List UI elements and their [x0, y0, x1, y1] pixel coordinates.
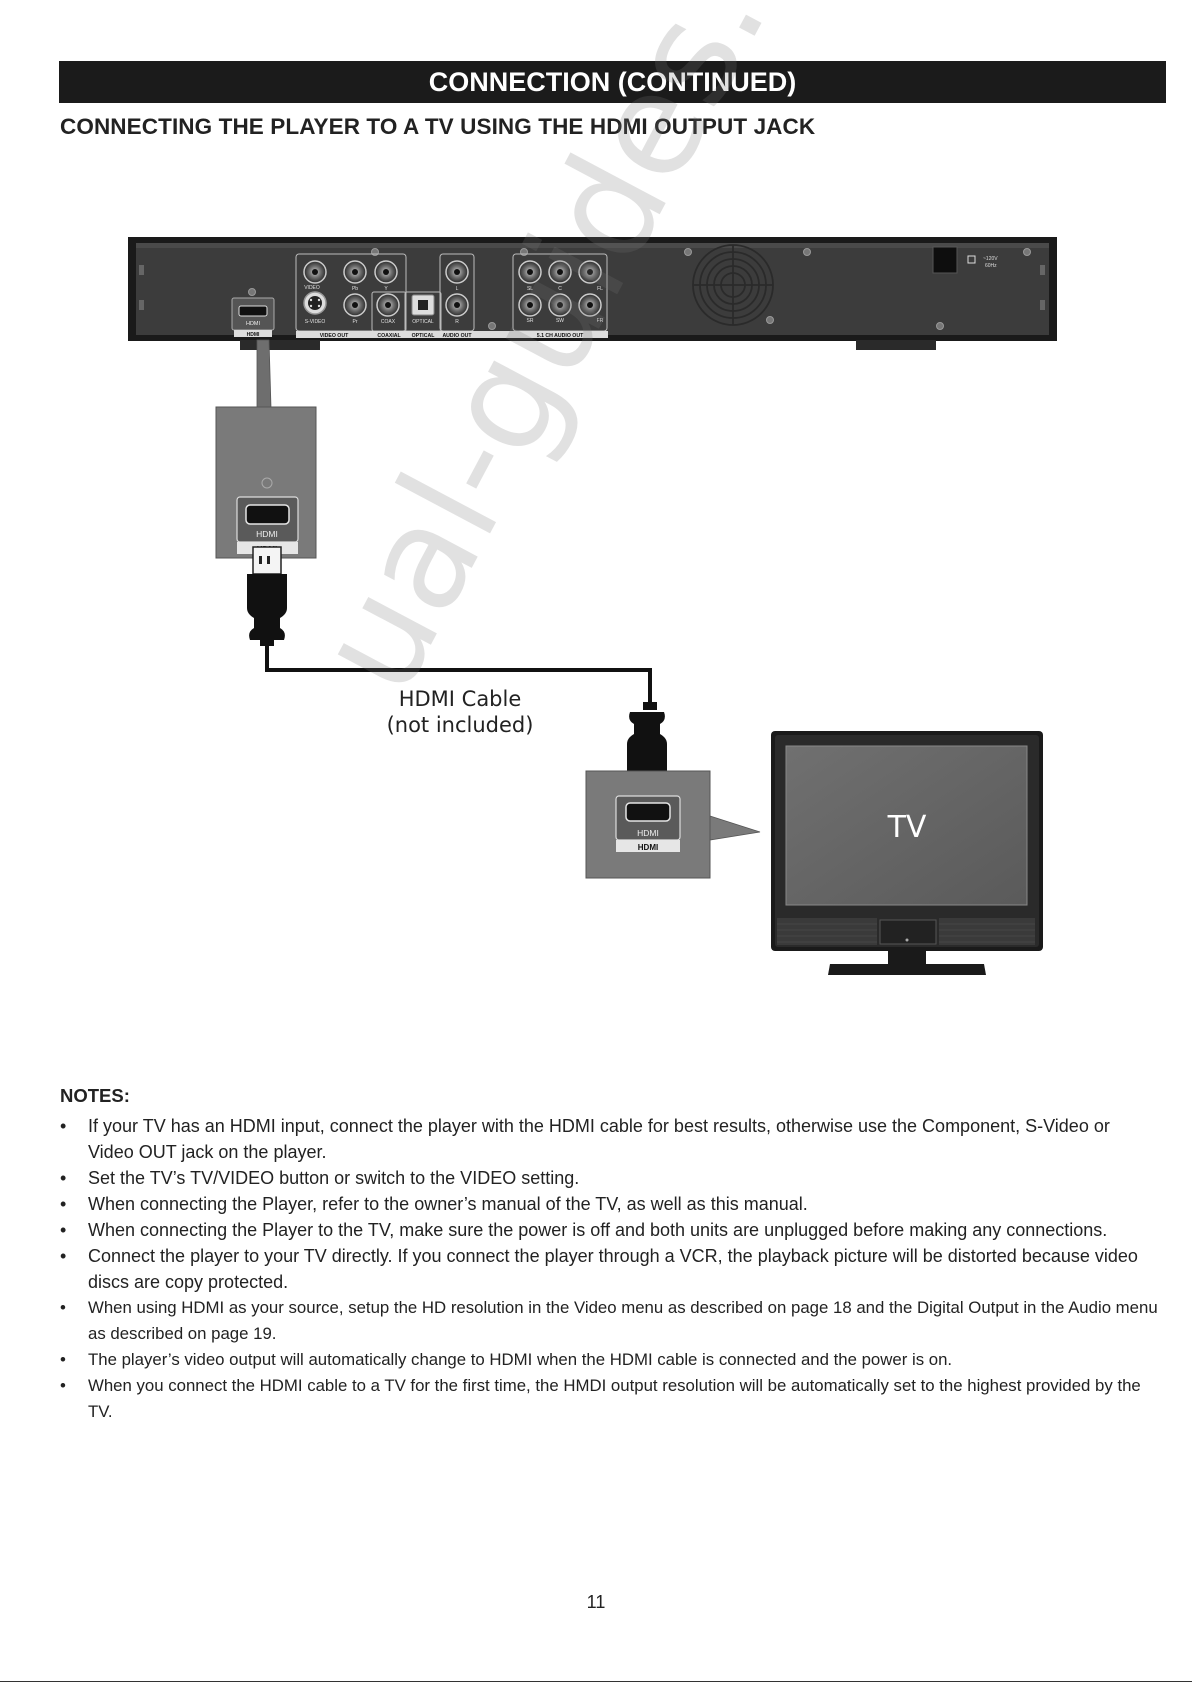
callout-hdmi-label: HDMI [256, 529, 278, 539]
label-coaxial: COAXIAL [377, 333, 401, 339]
cable-label: HDMI Cable [399, 687, 522, 711]
cable-note: (not included) [387, 713, 534, 737]
label-video-out: VIDEO OUT [320, 333, 349, 339]
notes-section: NOTES: If your TV has an HDMI input, con… [60, 1085, 1160, 1425]
list-item: When connecting the Player to the TV, ma… [60, 1217, 1160, 1243]
player-rear-panel: HDMI HDMI [128, 237, 1057, 350]
list-item: When connecting the Player, refer to the… [60, 1191, 1160, 1217]
tv-callout-hdmi-label: HDMI [637, 828, 659, 838]
label-fr: FR [597, 318, 604, 324]
power-inlet [932, 246, 958, 274]
list-item: If your TV has an HDMI input, connect th… [60, 1113, 1160, 1165]
panel-hdmi-label: HDMI [246, 321, 261, 327]
television: TV [771, 731, 1043, 975]
label-s-video: S-VIDEO [305, 319, 326, 325]
list-item: When you connect the HDMI cable to a TV … [60, 1373, 1160, 1425]
list-item: When using HDMI as your source, setup th… [60, 1295, 1160, 1347]
tv-label: TV [887, 810, 927, 845]
panel-hdmi-tab: HDMI [247, 332, 260, 338]
label-l: L [456, 286, 459, 292]
page-subtitle: CONNECTING THE PLAYER TO A TV USING THE … [60, 114, 816, 139]
label-fl: FL [597, 286, 603, 292]
label-audio-out: AUDIO OUT [442, 333, 472, 339]
label-optical-small: OPTICAL [412, 319, 434, 325]
label-video: VIDEO [304, 285, 320, 291]
label-y: Y [384, 286, 388, 292]
label-optical: OPTICAL [412, 333, 436, 339]
list-item: The player’s video output will automatic… [60, 1347, 1160, 1373]
label-r: R [455, 319, 459, 325]
page-number: 11 [586, 1592, 606, 1612]
hdmi-cable [247, 546, 667, 806]
tv-callout-hdmi-tab: HDMI [638, 843, 658, 852]
notes-heading: NOTES: [60, 1085, 130, 1106]
label-sr: SR [527, 318, 534, 324]
label-c: C [558, 286, 562, 292]
power-rating-line2: 60Hz [985, 263, 997, 269]
rca-jacks [303, 260, 602, 317]
list-item: Set the TV’s TV/VIDEO button or switch t… [60, 1165, 1160, 1191]
label-pb: Pb [352, 286, 358, 292]
label-sl: SL [527, 286, 533, 292]
fan-grill [692, 244, 774, 326]
bottom-divider [0, 1681, 1192, 1682]
power-rating-line1: ~120V [983, 256, 998, 262]
tv-hdmi-callout: HDMI HDMI [585, 770, 711, 879]
label-sw: SW [556, 318, 564, 324]
section-title-bar: CONNECTION (CONTINUED) [59, 61, 1166, 103]
notes-list: If your TV has an HDMI input, connect th… [60, 1113, 1160, 1425]
list-item: Connect the player to your TV directly. … [60, 1243, 1160, 1295]
label-pr: Pr [353, 319, 358, 325]
player-hdmi-callout: HDMI HDMI [215, 406, 317, 559]
section-title: CONNECTION (CONTINUED) [428, 67, 797, 97]
label-coax: COAX [381, 319, 396, 325]
label-5-1-ch-audio-out: 5.1 CH AUDIO OUT [537, 333, 584, 339]
